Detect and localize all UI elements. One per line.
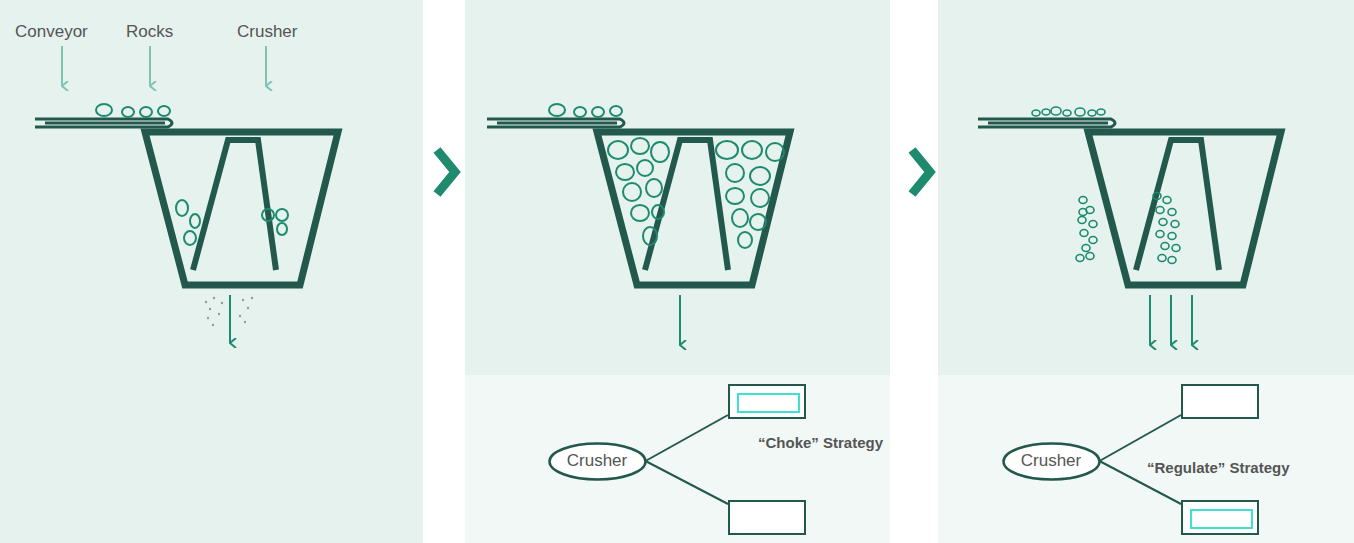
strategy-box (1181, 384, 1259, 419)
crusher-ellipse: Crusher (548, 442, 647, 481)
node-label: Crusher (1021, 451, 1081, 471)
connector-line (646, 461, 729, 504)
strategy-heading: “Regulate” Strategy (1147, 459, 1290, 476)
node-label: Crusher (567, 451, 627, 471)
connector-line (1100, 415, 1182, 461)
crusher-ellipse: Crusher (1002, 442, 1101, 481)
connector-line (646, 415, 729, 461)
highlight-bar (1190, 509, 1253, 529)
strategy-box: “Choke” Strategy (728, 384, 806, 419)
part-label: Conveyor (15, 22, 88, 42)
highlight-bar (737, 393, 800, 413)
strategy-heading: “Choke” Strategy (758, 434, 883, 451)
strategy-box: “Regulate” Strategy (1181, 500, 1259, 535)
part-label: Crusher (237, 22, 297, 42)
strategy-box (728, 500, 806, 535)
part-label: Rocks (126, 22, 173, 42)
